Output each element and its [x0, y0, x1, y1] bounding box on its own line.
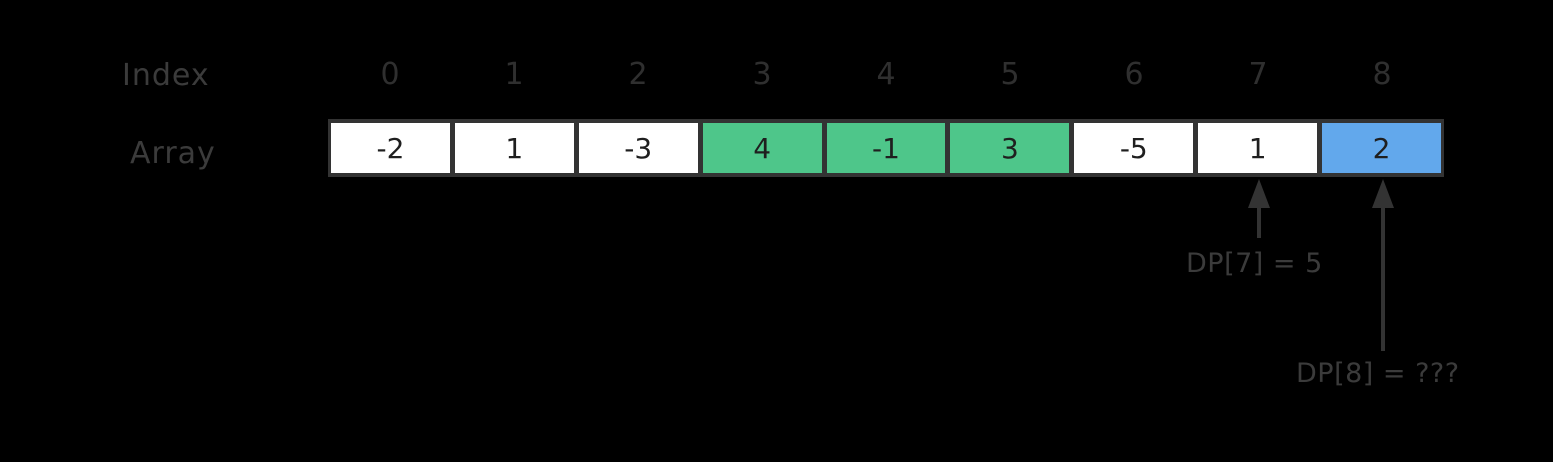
annotation-label-dp8: DP[8] = ??? — [1296, 358, 1460, 389]
array-cell-7: 1 — [1198, 123, 1318, 173]
arrow-up-icon-dp8 — [1372, 179, 1394, 351]
index-cell-7: 7 — [1248, 57, 1268, 92]
array-cell-0: -2 — [331, 123, 450, 173]
index-cell-2: 2 — [628, 57, 648, 92]
index-number-row: 0 1 2 3 4 5 6 7 8 — [328, 56, 1444, 94]
array-cell-8: 2 — [1322, 123, 1442, 173]
annotation-label-dp7: DP[7] = 5 — [1186, 248, 1323, 279]
index-cell-1: 1 — [504, 57, 524, 92]
array-cell-1: 1 — [454, 123, 574, 173]
index-cell-6: 6 — [1124, 57, 1144, 92]
array-cell-6: -5 — [1074, 123, 1194, 173]
row-label-index: Index — [122, 58, 210, 93]
array-value-table: -2 1 -3 4 -1 3 -5 1 2 — [328, 119, 1444, 177]
index-cell-0: 0 — [380, 57, 400, 92]
array-cell-4: -1 — [826, 123, 946, 173]
array-cell-3: 4 — [702, 123, 822, 173]
index-cell-5: 5 — [1000, 57, 1020, 92]
arrow-up-icon-dp7 — [1248, 179, 1270, 238]
array-cell-5: 3 — [950, 123, 1070, 173]
index-cell-3: 3 — [752, 57, 772, 92]
index-cell-4: 4 — [876, 57, 896, 92]
index-cell-8: 8 — [1372, 57, 1392, 92]
array-cell-2: -3 — [578, 123, 698, 173]
row-label-array: Array — [130, 136, 216, 171]
